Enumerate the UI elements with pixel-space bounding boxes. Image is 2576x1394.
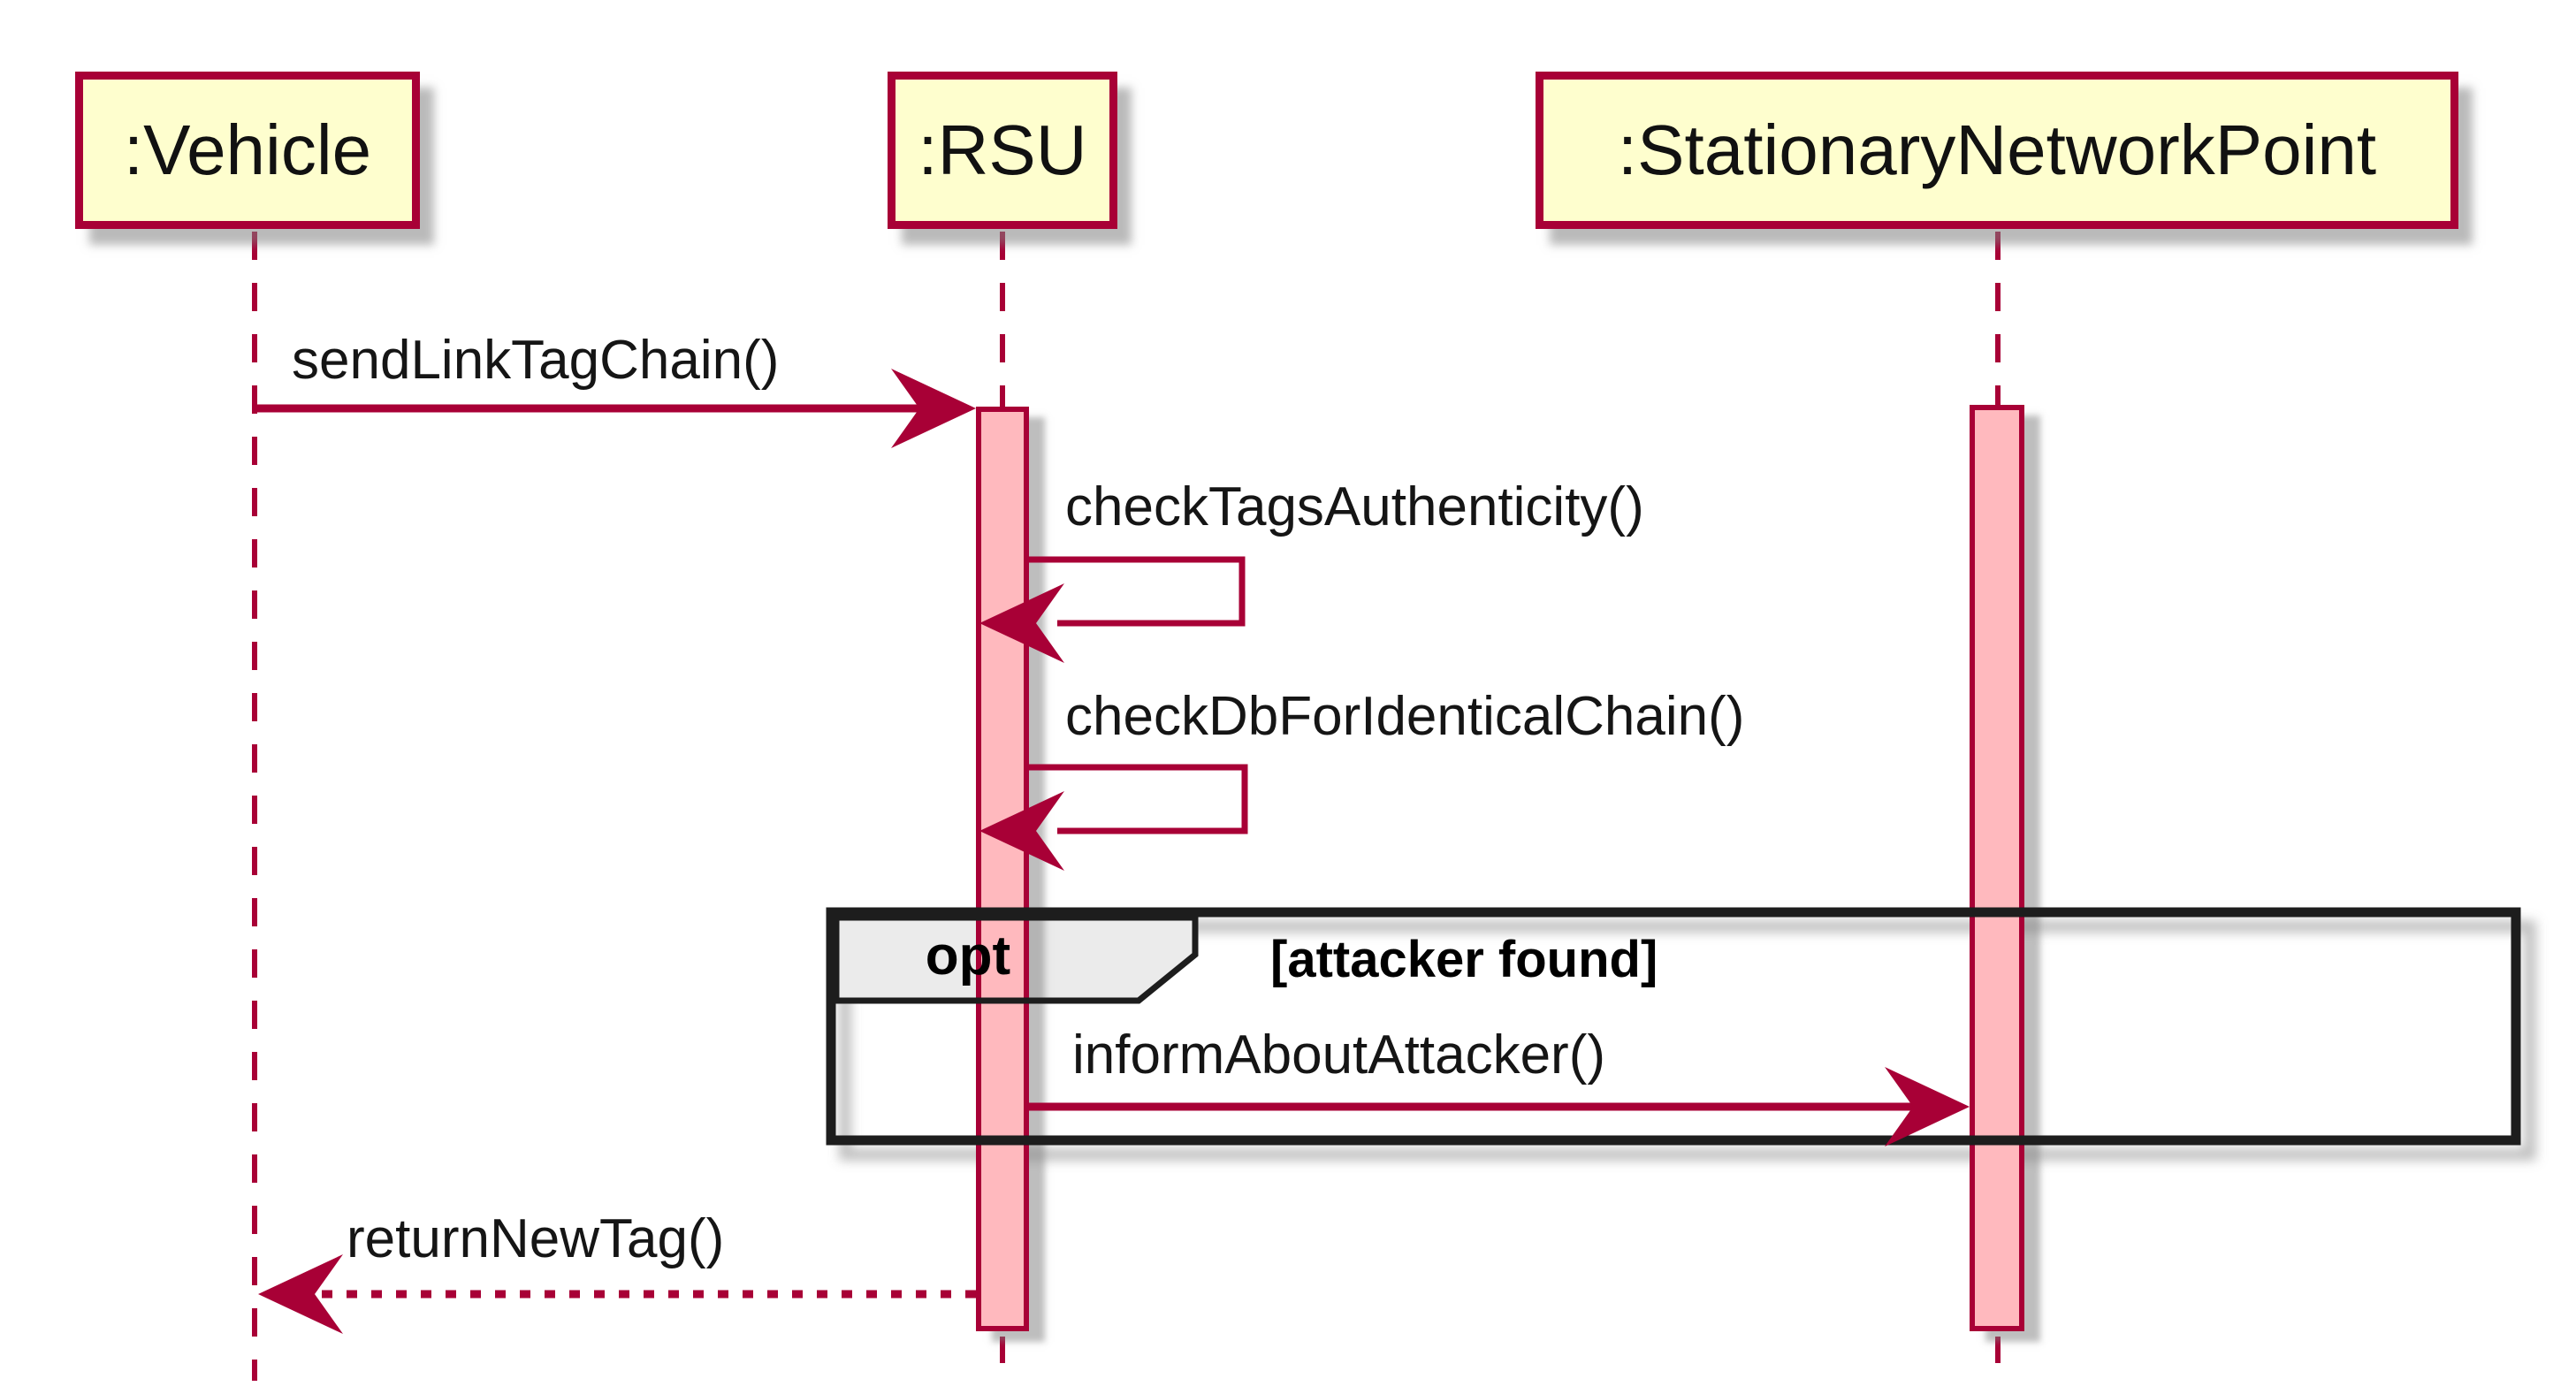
arrowhead-informaboutattacker bbox=[1885, 1067, 1970, 1146]
message-label-returnnewtag: returnNewTag() bbox=[347, 1208, 725, 1269]
activation-bar-rsu bbox=[976, 407, 1029, 1331]
selfcall-line-checkdbforidenticalchain bbox=[1029, 764, 1248, 834]
participant-label-vehicle: :Vehicle bbox=[123, 110, 372, 189]
opt-fragment-operator: opt bbox=[925, 926, 1011, 986]
opt-fragment-guard: [attacker found] bbox=[1270, 931, 1658, 988]
opt-fragment-border bbox=[826, 907, 2521, 1146]
arrowhead-returnnewtag bbox=[258, 1254, 343, 1334]
selfcall-line-checktagsauthenticity bbox=[1029, 556, 1246, 627]
arrowhead-checkdbforidenticalchain bbox=[979, 791, 1064, 871]
participant-label-stationary-network-point: :StationaryNetworkPoint bbox=[1617, 110, 2377, 189]
activation-bar-snp bbox=[1970, 405, 2024, 1331]
arrowhead-checktagsauthenticity bbox=[979, 583, 1064, 663]
message-label-checktagsauthenticity: checkTagsAuthenticity() bbox=[1065, 476, 1644, 537]
participant-box-vehicle: :Vehicle bbox=[75, 72, 420, 229]
message-label-sendlinktagchain: sendLinkTagChain() bbox=[292, 330, 780, 391]
opt-pentagon-border bbox=[833, 914, 1199, 1004]
message-label-informaboutattacker: informAboutAttacker() bbox=[1072, 1025, 1605, 1085]
participant-box-rsu: :RSU bbox=[888, 72, 1117, 229]
participant-box-stationary-network-point: :StationaryNetworkPoint bbox=[1536, 72, 2458, 229]
message-label-checkdbforidenticalchain: checkDbForIdenticalChain() bbox=[1065, 686, 1745, 747]
opt-fragment-shadow bbox=[839, 920, 2536, 1161]
arrowhead-sendlinktagchain bbox=[891, 369, 976, 448]
participant-label-rsu: :RSU bbox=[918, 110, 1087, 189]
